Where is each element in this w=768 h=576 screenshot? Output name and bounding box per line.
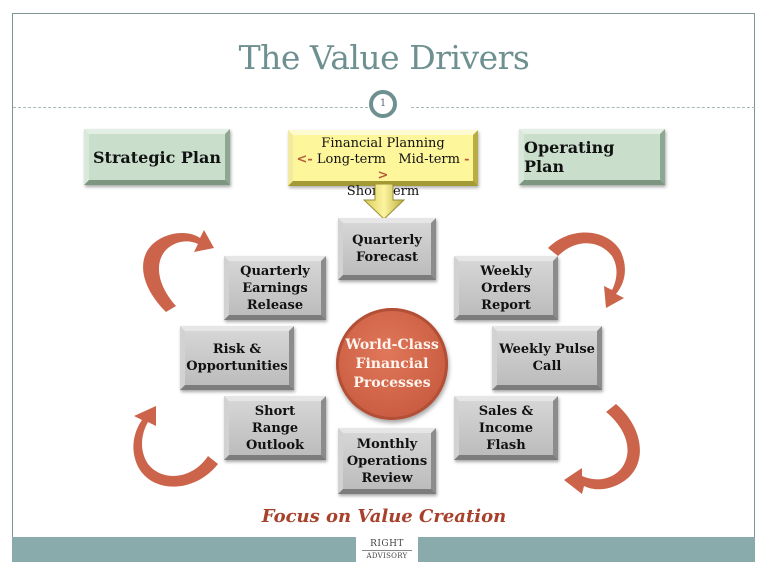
process-label-line: Risk &: [212, 342, 262, 357]
financial-planning-horizons: <- Long-term Mid-term ->: [293, 152, 473, 184]
process-label-line: Operations: [346, 453, 428, 469]
process-label-line: Report: [481, 297, 531, 313]
process-label-line: Release: [246, 297, 304, 313]
title-divider-left: [13, 107, 368, 108]
slide-title: The Value Drivers: [238, 38, 530, 77]
logo-line-2: ADVISORY: [366, 552, 408, 560]
financial-planning-heading: Financial Planning: [321, 136, 445, 151]
process-label-line: Forecast: [356, 250, 418, 265]
process-label-line: Quarterly: [352, 233, 422, 248]
process-label-line: Earnings: [242, 280, 308, 296]
curved-arrow-bottom-right-icon: [564, 404, 640, 494]
center-label-line: Processes: [353, 374, 431, 391]
operating-plan-box: Operating Plan: [519, 129, 665, 185]
center-label-line: World-Class: [345, 336, 439, 353]
tagline: Focus on Value Creation: [261, 506, 507, 527]
long-term-label: Long-term: [316, 152, 386, 167]
process-label-line: Short: [254, 403, 296, 419]
process-label-line: Sales &: [478, 403, 534, 419]
world-class-processes-circle: World-Class Financial Processes: [336, 308, 448, 420]
process-label-line: Outlook: [245, 437, 305, 453]
mid-term-label: Mid-term: [398, 152, 460, 167]
process-label-line: Range: [251, 420, 299, 436]
right-arrow-icon: ->: [377, 152, 470, 183]
process-label-line: Review: [361, 470, 413, 486]
curved-arrow-top-right-icon: [548, 232, 625, 308]
process-label-line: Income: [478, 420, 534, 436]
process-label-line: Flash: [486, 437, 526, 453]
curved-arrow-top-left-icon: [143, 230, 214, 312]
right-advisory-logo: RIGHT ADVISORY: [356, 537, 418, 562]
operating-plan-label: Operating Plan: [524, 138, 615, 176]
process-risk-opportunities: Risk & Opportunities: [180, 326, 294, 390]
process-label-line: Opportunities: [186, 359, 288, 374]
down-arrow-icon: [362, 184, 406, 220]
process-label-line: Weekly Pulse: [499, 342, 595, 357]
process-label-line: Monthly: [356, 436, 418, 452]
process-label-line: Weekly: [480, 263, 532, 279]
title-divider-right: [411, 107, 755, 108]
curved-arrow-bottom-left-icon: [133, 406, 218, 487]
strategic-plan-box: Strategic Plan: [84, 129, 230, 185]
financial-planning-box: Financial Planning <- Long-term Mid-term…: [288, 130, 478, 199]
page-number-badge: 1: [369, 90, 397, 118]
process-label-line: Call: [532, 359, 562, 374]
process-label-line: Quarterly: [240, 263, 310, 279]
center-label-line: Financial: [355, 355, 429, 372]
process-label-line: Orders: [481, 280, 531, 296]
strategic-plan-label: Strategic Plan: [93, 147, 221, 167]
slide-frame: [12, 13, 755, 562]
left-arrow-icon: <-: [296, 152, 313, 167]
logo-divider: [362, 550, 412, 551]
logo-line-1: RIGHT: [370, 539, 404, 549]
